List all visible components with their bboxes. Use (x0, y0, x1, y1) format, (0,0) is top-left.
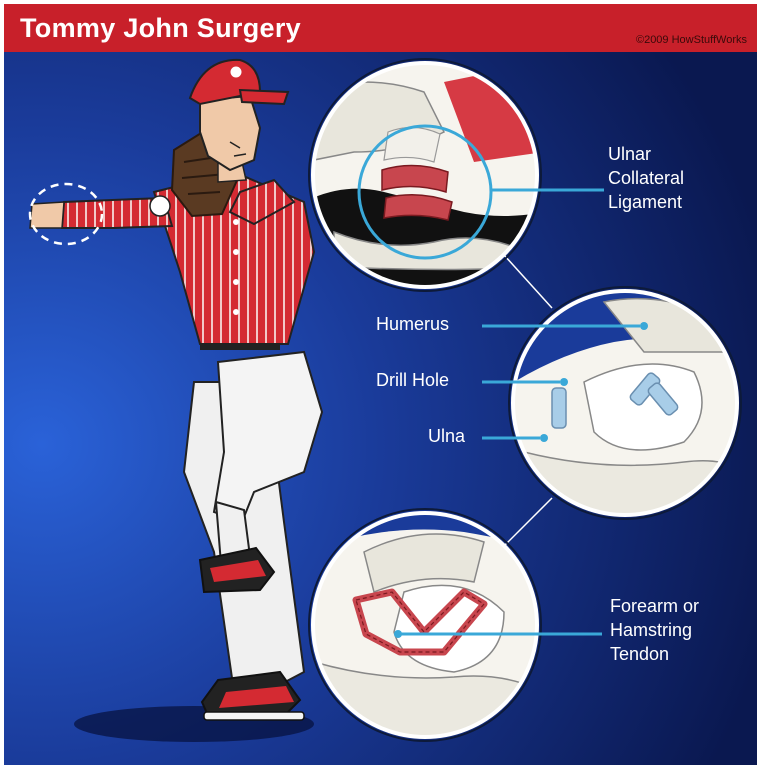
label-tendon-line-1: Forearm or (610, 594, 699, 618)
title-bar: Tommy John Surgery ©2009 HowStuffWorks (4, 4, 757, 52)
drill-hole-leader-dot (560, 378, 568, 386)
label-ulnar-collateral-ligament: Ulnar Collateral Ligament (608, 142, 684, 214)
label-ucl-line-1: Ulnar (608, 142, 684, 166)
label-tendon-line-2: Hamstring (610, 618, 699, 642)
page-title: Tommy John Surgery (20, 13, 301, 44)
label-ucl-line-3: Ligament (608, 190, 684, 214)
humerus-leader-dot (640, 322, 648, 330)
label-humerus: Humerus (376, 312, 449, 336)
label-ulna: Ulna (428, 424, 465, 448)
ulna-leader-dot (540, 434, 548, 442)
label-drill-hole: Drill Hole (376, 368, 449, 392)
label-tendon: Forearm or Hamstring Tendon (610, 594, 699, 666)
label-ucl-line-2: Collateral (608, 166, 684, 190)
copyright-notice: ©2009 HowStuffWorks (636, 34, 747, 46)
infographic: Tommy John Surgery ©2009 HowStuffWorks (4, 4, 757, 765)
label-tendon-line-3: Tendon (610, 642, 699, 666)
tendon-leader-dot (394, 630, 402, 638)
